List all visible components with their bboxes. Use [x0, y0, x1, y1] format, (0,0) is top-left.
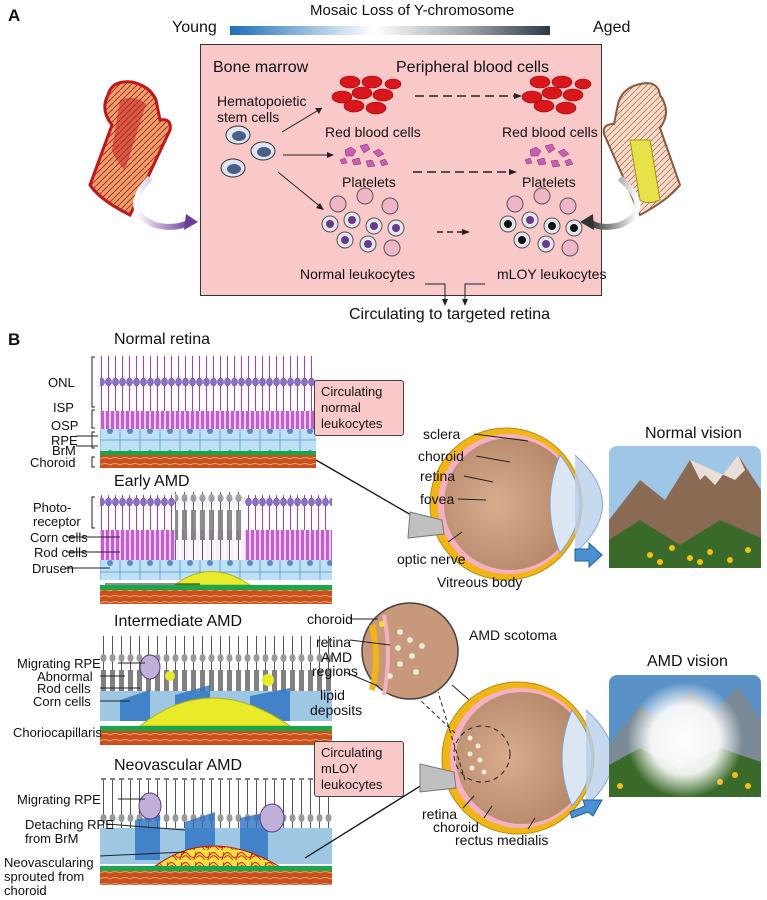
neovascular-label-1: Neovascularing	[4, 855, 94, 870]
intermediate-rod-label: Rod cells	[37, 681, 91, 696]
neovascular-migrating-label: Migrating RPE	[17, 792, 101, 807]
eye-choroid-label: choroid	[418, 448, 464, 464]
panel-b-letter: B	[8, 330, 21, 349]
amd-eye-icon	[419, 681, 614, 835]
amd-vision-image	[609, 675, 761, 798]
rbc-right-label: Red blood cells	[502, 124, 598, 140]
early-amd-title: Early AMD	[114, 473, 190, 490]
early-corn-label: Corn cells	[30, 530, 88, 545]
peripheral-label: Peripheral blood cells	[396, 59, 549, 76]
bone-marrow-label: Bone marrow	[213, 59, 309, 76]
hsc-label-line2: stem cells	[217, 109, 280, 125]
normal-vision-title: Normal vision	[645, 425, 742, 442]
eye-fovea-label: fovea	[420, 491, 455, 507]
layer-rpe: RPE	[51, 433, 78, 448]
callout-mloy-line2: mLOY	[321, 761, 358, 776]
platelets-right-label: Platelets	[522, 174, 576, 190]
amd-zoom-circle	[361, 602, 459, 700]
early-rod-label: Rod cells	[34, 545, 88, 560]
callout-normal-line3: leukocytes	[321, 416, 383, 431]
neovascular-label-2: sprouted from	[4, 869, 85, 884]
rbc-left-label: Red blood cells	[325, 124, 421, 140]
neovascular-amd-tissue	[100, 778, 332, 885]
layer-brm: BrM	[52, 443, 76, 458]
circulating-label: Circulating to targeted retina	[349, 306, 550, 323]
bottom-eye-choroid-label: choroid	[433, 819, 479, 835]
callout-normal-leukocytes: Circulating normal leukocytes	[314, 380, 404, 436]
neovascular-amd-title: Neovascular AMD	[114, 757, 243, 774]
aged-label: Aged	[593, 19, 631, 36]
panel-a-graphics	[88, 75, 682, 306]
drusen-label: Drusen	[32, 561, 74, 576]
layer-onl: ONL	[48, 375, 75, 390]
callout-mloy-leukocytes: Circulating mLOY leukocytes	[314, 741, 404, 797]
stem-cells-icon	[220, 125, 276, 178]
eye-sclera-label: sclera	[423, 426, 461, 442]
callout-mloy-line1: Circulating	[321, 745, 383, 760]
amd-vision-title: AMD vision	[647, 653, 728, 670]
mloy-leukocytes-label: mLOY leukocytes	[497, 266, 607, 282]
early-amd-tissue	[100, 492, 332, 604]
platelets-left	[339, 143, 389, 168]
young-label: Young	[172, 19, 217, 36]
normal-retina-tissue	[100, 356, 316, 468]
bottom-eye-retina-label: retina	[422, 806, 458, 822]
detaching-rpe-label-2: from BrM	[25, 831, 79, 846]
layer-choroid: Choroid	[30, 455, 76, 470]
callout-mloy-line3: leukocytes	[321, 777, 383, 792]
aged-bone-icon	[602, 82, 682, 217]
normal-leukocytes-label: Normal leukocytes	[300, 266, 416, 282]
neovascular-label-3: choroid	[4, 883, 47, 898]
panel-a-letter: A	[8, 6, 21, 25]
young-bone-icon	[88, 80, 172, 218]
amd-scotoma-label: AMD scotoma	[469, 627, 557, 643]
vitreous-body-label: Vitreous body	[437, 574, 523, 590]
hsc-label-line1: Hematopoietic	[217, 93, 307, 109]
bar-title: Mosaic Loss of Y-chromosome	[310, 2, 515, 19]
leukocytes-mloy	[499, 187, 583, 257]
intermediate-corn-label: Corn cells	[33, 694, 91, 709]
rectus-medialis-label: rectus medialis	[455, 832, 549, 848]
intermediate-migrating-label: Migrating RPE	[17, 656, 101, 671]
normal-retina-title: Normal retina	[114, 331, 211, 348]
layer-osp: OSP	[51, 418, 79, 433]
rbc-cluster-right	[521, 75, 592, 115]
zoom-retina-label: retina	[316, 634, 352, 650]
zoom-lipid-label-1: lipid	[320, 687, 345, 703]
intermediate-amd-title: Intermediate AMD	[114, 613, 243, 630]
photoreceptor-label-2: receptor	[33, 514, 81, 529]
leukocytes-normal	[321, 187, 405, 257]
photoreceptor-label-1: Photo-	[33, 500, 72, 515]
eye-retina-label: retina	[420, 468, 456, 484]
layer-isp: ISP	[53, 400, 74, 415]
choriocapillaris-label: Choriocapillaris	[13, 725, 102, 740]
zoom-choroid-label: choroid	[307, 611, 353, 627]
rbc-cluster-left	[331, 75, 402, 115]
intermediate-amd-tissue	[100, 636, 332, 745]
platelets-right	[524, 143, 574, 168]
zoom-lipid-label-2: deposits	[310, 702, 363, 718]
abnormal-label: Abnormal	[37, 669, 93, 684]
optic-nerve-label: optic nerve	[397, 551, 466, 567]
detaching-rpe-label-1: Detaching RPE	[25, 817, 114, 832]
zoom-amd-label-1: AMD	[321, 649, 353, 665]
normal-vision-image	[609, 446, 761, 568]
platelets-left-label: Platelets	[342, 174, 396, 190]
callout-normal-line2: normal	[321, 400, 361, 415]
normal-eye-icon	[407, 427, 603, 581]
callout-normal-line1: Circulating	[321, 384, 383, 399]
age-gradient-bar	[230, 26, 550, 35]
zoom-amd-label-2: regions	[312, 663, 358, 679]
